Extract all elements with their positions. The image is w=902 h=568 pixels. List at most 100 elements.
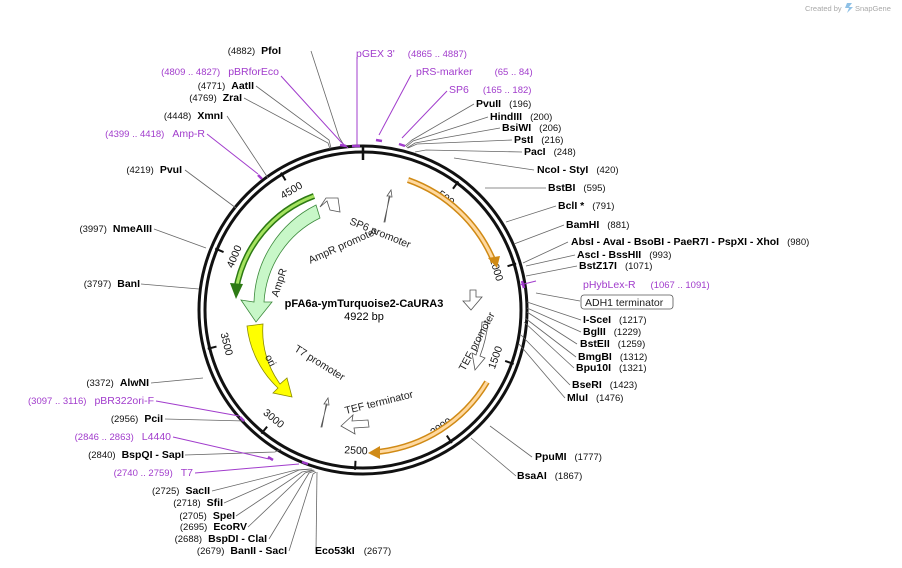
enzyme-site-right: Bpu10I(1321): [576, 362, 646, 374]
feature-ymturquoise2-arc: [407, 177, 497, 264]
primer-name: pBRforEco: [228, 66, 279, 78]
enzyme-site-left: SacII(2725): [152, 485, 210, 497]
ruler-tick: [260, 426, 268, 435]
primer-position: (65 .. 84): [495, 67, 533, 78]
enzyme-name: BanI: [117, 278, 140, 290]
enzyme-site-right: AbsI - AvaI - BsoBI - PaeR7I - PspXI - X…: [571, 236, 809, 248]
feature-label-ampr: AmpR: [269, 267, 290, 299]
enzyme-site-left: PfoI (4882): [228, 45, 281, 57]
ruler-tick: [280, 172, 287, 181]
enzyme-site-right: BmgBI(1312): [578, 351, 647, 363]
enzyme-position: (2679): [197, 546, 224, 557]
arrowhead-icon: [368, 446, 380, 459]
primer-site-left: L4440(2846 .. 2863): [75, 431, 172, 443]
enzyme-position: (4769): [189, 93, 216, 104]
enzyme-site-right: I-SceI(1217): [583, 314, 646, 326]
watermark-brand: SnapGene: [855, 4, 891, 13]
enzyme-site-left: XmnI(4448): [164, 110, 223, 122]
enzyme-site-left: SfiI(2718): [173, 497, 223, 509]
arrowhead-icon: [230, 283, 243, 299]
feature-sp6-promoter-arrow: [383, 188, 393, 223]
leader-lines: [140, 50, 582, 552]
ruler-tick: [507, 262, 517, 268]
enzyme-position: (2705): [179, 511, 206, 522]
enzyme-position: (1312): [620, 352, 647, 363]
watermark-prefix: Created by: [805, 4, 842, 13]
enzyme-site-right: BclI *(791): [558, 200, 614, 212]
enzyme-site-right: BamHI (881): [566, 219, 629, 231]
enzyme-name: AscI - BssHII: [577, 249, 641, 261]
enzyme-name: BseRI: [572, 379, 602, 391]
plasmid-name: pFA6a-ymTurquoise2-CaURA3: [285, 298, 444, 310]
enzyme-site-left: BspDI - ClaI (2688): [175, 533, 267, 545]
enzyme-site-left: NmeAIII(3997): [79, 223, 152, 235]
feature-label-ori: ori: [262, 353, 278, 369]
enzyme-site-right: PacI (248): [524, 146, 576, 158]
enzyme-position: (1321): [619, 363, 646, 374]
enzyme-position: (1071): [625, 261, 652, 272]
primer-name: pGEX 3': [356, 48, 395, 60]
enzyme-site-right: PvuII(196): [476, 98, 531, 110]
enzyme-site-bottom: Eco53kI(2677): [315, 545, 391, 557]
enzyme-name: AbsI - AvaI - BsoBI - PaeR7I - PspXI - X…: [571, 236, 779, 248]
enzyme-position: (2725): [152, 486, 179, 497]
enzyme-name: NmeAIII: [113, 223, 152, 235]
enzyme-name: BsiWI: [502, 122, 531, 134]
primer-site-top: SP6(165 .. 182): [449, 84, 531, 96]
enzyme-name: BsaAI: [517, 470, 547, 482]
enzyme-name: BspQI - SapI: [122, 449, 185, 461]
enzyme-site-right: BsaAI(1867): [517, 470, 582, 482]
primer-name: Amp-R: [172, 128, 205, 140]
ruler-tick: [504, 359, 514, 365]
enzyme-site-left: SpeI(2705): [179, 510, 235, 522]
feature-tef-terminator-arrow: [340, 413, 370, 435]
enzyme-name: PciI: [144, 413, 163, 425]
plasmid-backbone: [197, 144, 529, 476]
enzyme-name: Eco53kI: [315, 545, 355, 557]
enzyme-position: (196): [509, 99, 531, 110]
enzyme-name: BspDI - ClaI: [208, 533, 267, 545]
enzyme-site-left: PciI(2956): [111, 413, 163, 425]
enzyme-position: (200): [530, 112, 552, 123]
enzyme-name: BstZ17I: [579, 260, 617, 272]
ruler-tick: [445, 435, 453, 444]
enzyme-position: (881): [607, 220, 629, 231]
enzyme-name: I-SceI: [583, 314, 611, 326]
feature-ori-arrow: [246, 323, 293, 398]
arrowhead-icon: [488, 256, 500, 268]
enzyme-name: BamHI: [566, 219, 599, 231]
feature-label-tef-terminator: TEF terminator: [344, 388, 415, 417]
feature-ampr-promoter-arrow: [319, 197, 341, 213]
enzyme-name: BglII: [583, 326, 606, 338]
enzyme-position: (2688): [175, 534, 202, 545]
enzyme-position: (2840): [88, 450, 115, 461]
enzyme-site-right: PstI(216): [514, 134, 563, 146]
ruler-tick-label: 3000: [261, 407, 287, 431]
enzyme-site-right: BseRI(1423): [572, 379, 637, 391]
enzyme-site-right: BsiWI(206): [502, 122, 561, 134]
enzyme-position: (4882): [228, 46, 255, 57]
enzyme-name: PvuI: [160, 164, 182, 176]
enzyme-position: (248): [554, 147, 576, 158]
enzyme-name: BstEII: [580, 338, 610, 350]
enzyme-site-left: ZraI(4769): [189, 92, 242, 104]
enzyme-position: (1259): [618, 339, 645, 350]
primer-position: (2740 .. 2759): [114, 468, 173, 479]
enzyme-site-right: AscI - BssHII(993): [577, 249, 671, 261]
ruler-tick-label: 3500: [218, 331, 235, 357]
enzyme-site-right: BglII (1229): [583, 326, 641, 338]
primer-site-top: pRS-marker(65 .. 84): [416, 66, 533, 78]
enzyme-site-right: BstEII (1259): [580, 338, 645, 350]
enzyme-position: (3372): [86, 378, 113, 389]
enzyme-name: HindIII: [490, 111, 522, 123]
enzyme-position: (1229): [614, 327, 641, 338]
enzyme-position: (420): [596, 165, 618, 176]
enzyme-name: PacI: [524, 146, 546, 158]
primer-position: (2846 .. 2863): [75, 432, 134, 443]
feature-adh1-terminator-arrow: [462, 289, 483, 311]
enzyme-position: (2695): [180, 522, 207, 533]
primer-site-left: T7(2740 .. 2759): [114, 467, 194, 479]
ruler-tick: [207, 345, 217, 350]
enzyme-position: (791): [592, 201, 614, 212]
enzyme-name: PfoI: [261, 45, 281, 57]
